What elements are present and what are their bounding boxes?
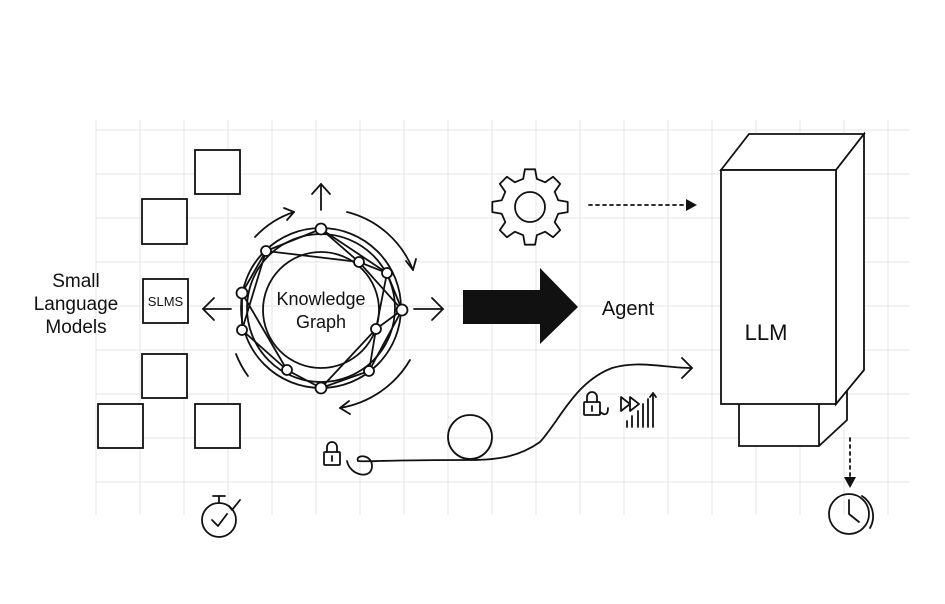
agent-label: Agent [602,298,655,320]
up-arrow [311,183,331,211]
slm-title-line-1: Small [52,271,100,292]
signal-bars-icon [626,392,657,428]
llm-front-face [720,169,837,405]
clock-icon [828,493,874,535]
left-arrow [202,297,232,321]
slm-square-5 [194,403,241,449]
slm-title-line-2: Language [34,294,119,315]
slm-title-line-3: Models [45,317,106,338]
knowledge-graph-title-line-2: Graph [296,312,346,332]
llm-label: LLM [745,320,788,345]
graph-node [235,286,249,300]
right-arrow [413,297,444,321]
lock-icon [583,391,609,416]
gear-icon [491,168,569,246]
graph-node [314,381,328,395]
lock-icon [323,441,341,466]
knowledge-graph-title-line-1: Knowledge [276,289,365,309]
graph-node [281,364,293,376]
slm-square-1 [194,149,241,195]
graph-node [236,324,248,336]
graph-node [395,303,409,317]
graph-node [353,256,365,268]
dotted-arrow-to-clock [844,437,856,488]
slm-square-4 [97,403,144,449]
dotted-arrow-to-llm [588,199,697,211]
knowledge-graph: Knowledge Graph [235,183,444,415]
big-right-arrow-icon [463,268,578,344]
slm-square-3 [141,353,188,399]
graph-node [314,222,328,236]
graph-nodes [235,222,409,395]
fast-forward-icon [620,396,640,412]
llm-block: LLM [719,131,866,447]
graph-node [370,323,382,335]
rotation-arrows [235,207,417,415]
graph-node [381,267,393,279]
llm-side-face [835,131,865,407]
flow-loop [447,414,493,460]
flow-path [346,363,693,476]
slm-square-2 [141,198,188,245]
slms-box [142,278,189,324]
graph-core-circle [262,251,380,369]
graph-node [363,365,375,377]
graph-node [260,245,272,257]
slm-cluster: SLMS Small Language Models [34,149,241,449]
slms-box-label: SLMS [148,294,184,309]
flow-path-arrowhead [681,357,693,379]
stopwatch-check-icon [201,495,241,538]
